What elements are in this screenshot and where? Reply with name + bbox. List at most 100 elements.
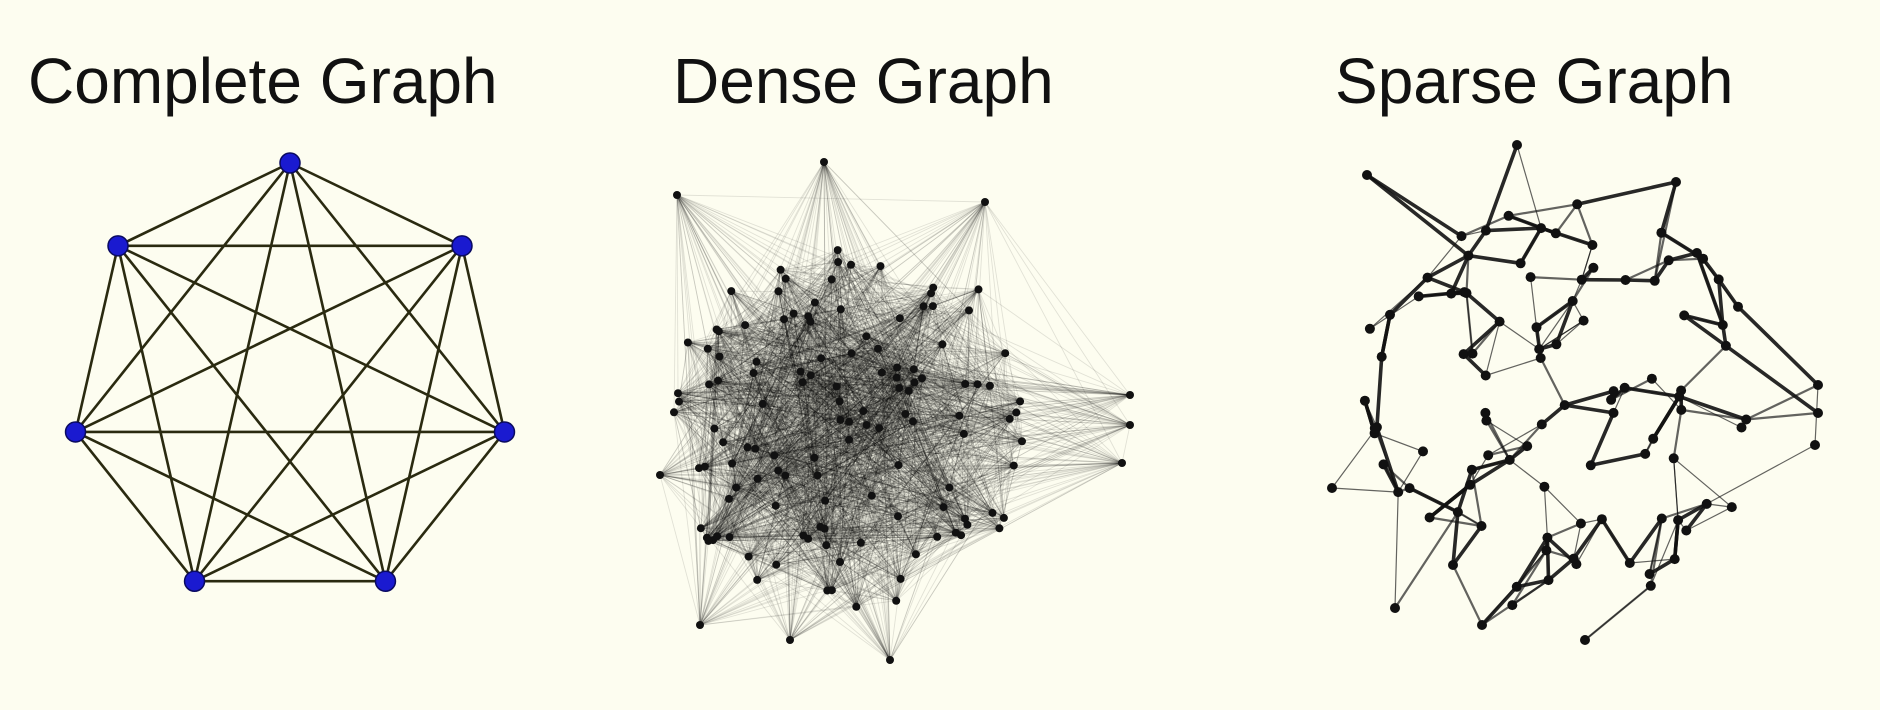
dense-graph-edge: [708, 419, 841, 542]
dense-graph-edge: [836, 310, 970, 387]
dense-graph-edge: [825, 413, 906, 546]
dense-graph-edge: [898, 306, 924, 466]
dense-graph-edge: [802, 475, 818, 536]
complete-graph-edge: [117, 161, 291, 248]
dense-graph-edge: [814, 302, 950, 488]
dense-graph-edge: [754, 448, 825, 530]
dense-graph-edge: [677, 302, 816, 394]
dense-graph-edge: [803, 383, 978, 536]
sparse-graph-edge: [1539, 226, 1595, 247]
dense-graph-edge: [677, 392, 962, 536]
dense-graph-edge: [748, 424, 867, 557]
complete-graph-node: [451, 235, 473, 257]
dense-graph-edge: [871, 421, 914, 496]
dense-graph-edge: [762, 403, 944, 508]
dense-graph-edge: [714, 412, 1017, 430]
dense-graph-edge: [814, 387, 900, 459]
dense-graph-edge: [837, 261, 900, 466]
dense-graph-edge: [717, 380, 873, 497]
dense-graph-edge: [755, 448, 815, 459]
dense-graph-edge: [831, 250, 839, 591]
dense-graph-edge: [775, 475, 786, 506]
dense-graph-edge: [718, 330, 1006, 354]
dense-graph-edge: [676, 194, 758, 479]
dense-graph-edge: [719, 261, 839, 357]
dense-graph-edge: [820, 358, 897, 601]
dense-graph-edge: [802, 381, 850, 423]
dense-graph-edge: [748, 413, 906, 557]
dense-graph-edge: [817, 475, 828, 591]
dense-graph-edge: [753, 161, 825, 374]
dense-graph-edge: [745, 324, 867, 337]
dense-graph-edge: [712, 539, 901, 580]
dense-graph-edge: [706, 537, 828, 591]
dense-graph-edge: [677, 374, 811, 394]
dense-graph-edge: [856, 524, 968, 608]
dense-graph-edge: [802, 381, 960, 417]
dense-graph-edge: [963, 433, 1123, 464]
dense-graph-edge: [775, 564, 891, 661]
dense-graph-edge: [783, 319, 857, 607]
sparse-graph-edge: [1518, 226, 1543, 266]
dense-graph-edge: [687, 342, 818, 476]
dense-graph-edge: [964, 310, 970, 519]
dense-graph-edge: [706, 269, 782, 538]
dense-graph-edge: [807, 358, 822, 539]
dense-graph-edge: [708, 540, 897, 602]
dense-graph-edge: [851, 352, 883, 373]
dense-graph-edge: [713, 161, 825, 429]
dense-graph-edge: [756, 361, 850, 423]
dense-graph-edge: [800, 371, 841, 421]
dense-graph-edge: [754, 448, 777, 506]
dense-graph-edge: [777, 470, 917, 555]
dense-graph-edge: [714, 305, 934, 429]
dense-graph-edge: [810, 308, 841, 323]
dense-graph-edge: [722, 383, 978, 443]
dense-graph-edge: [730, 290, 809, 539]
dense-graph-edge: [810, 374, 897, 379]
dense-graph-edge: [900, 384, 979, 580]
dense-graph-edge: [878, 428, 902, 579]
dense-graph-edge: [826, 506, 944, 546]
dense-graph-edge: [723, 427, 880, 443]
sparse-graph-edge: [1426, 235, 1463, 279]
complete-graph-edge: [116, 245, 387, 583]
dense-graph-edge: [783, 309, 970, 320]
sparse-graph-edge: [1546, 522, 1583, 539]
dense-graph-edge: [706, 506, 944, 539]
dense-graph-edge: [735, 487, 833, 591]
dense-graph-edge: [807, 538, 833, 591]
dense-graph-edge: [836, 264, 852, 387]
dense-graph-edge: [730, 290, 899, 517]
dense-graph-edge: [757, 506, 944, 581]
dense-graph-edge: [731, 463, 821, 528]
dense-graph-edge: [748, 515, 899, 558]
dense-graph-edge: [775, 526, 821, 566]
sparse-graph-node: [1390, 603, 1400, 613]
dense-graph-edge: [921, 378, 1000, 529]
sparse-graph-node: [1480, 370, 1491, 381]
dense-graph-edge: [839, 310, 970, 402]
dense-graph-edge: [704, 466, 862, 544]
dense-graph-edge: [744, 264, 852, 326]
dense-graph-edge: [775, 500, 826, 507]
dense-graph-edge: [718, 302, 816, 332]
dense-graph-edge: [900, 433, 965, 580]
dense-graph-edge: [712, 421, 914, 541]
sparse-graph-node: [1608, 386, 1619, 397]
sparse-graph-node: [1644, 569, 1655, 579]
dense-graph-edge: [895, 465, 900, 601]
dense-graph-edge: [817, 412, 1017, 476]
dense-graph-edge: [896, 377, 950, 488]
dense-graph-edge: [817, 475, 917, 555]
dense-graph-edge: [949, 465, 1014, 489]
dense-graph-edge: [897, 383, 978, 517]
dense-graph-edge: [707, 329, 718, 541]
dense-graph-edge: [756, 361, 850, 441]
dense-graph-edge: [802, 372, 883, 536]
dense-graph-edge: [930, 292, 979, 385]
dense-graph-edge: [814, 302, 1023, 442]
dense-graph-edge: [895, 287, 934, 601]
dense-graph-edge: [848, 305, 934, 441]
dense-graph-edge: [677, 393, 758, 581]
